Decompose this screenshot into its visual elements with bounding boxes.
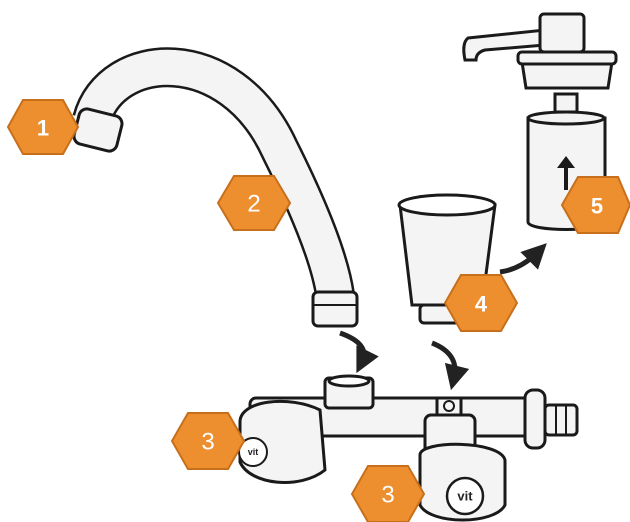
svg-text:3: 3 <box>381 482 394 509</box>
svg-text:2: 2 <box>247 191 260 218</box>
step-badge-2: 2 <box>218 176 290 230</box>
curved-arrow-icon <box>432 343 455 378</box>
pump-cap-part <box>464 14 616 88</box>
brand-logo-large: vit <box>457 489 473 504</box>
svg-text:1: 1 <box>37 116 49 141</box>
curved-arrow-icon <box>500 252 538 272</box>
step-badge-4: 4 <box>445 275 517 331</box>
svg-text:3: 3 <box>201 429 214 456</box>
step-badge-3-left: 3 <box>172 413 244 469</box>
spout-part <box>72 67 357 326</box>
svg-text:5: 5 <box>591 194 603 219</box>
svg-text:4: 4 <box>475 292 488 317</box>
curved-arrow-icon <box>340 333 364 362</box>
left-valve-knob: vit <box>239 401 325 482</box>
step-badge-3-right: 3 <box>352 466 424 522</box>
step-badge-5: 5 <box>562 177 630 233</box>
brand-logo-small: vit <box>248 447 259 457</box>
step-badge-1: 1 <box>8 100 78 154</box>
